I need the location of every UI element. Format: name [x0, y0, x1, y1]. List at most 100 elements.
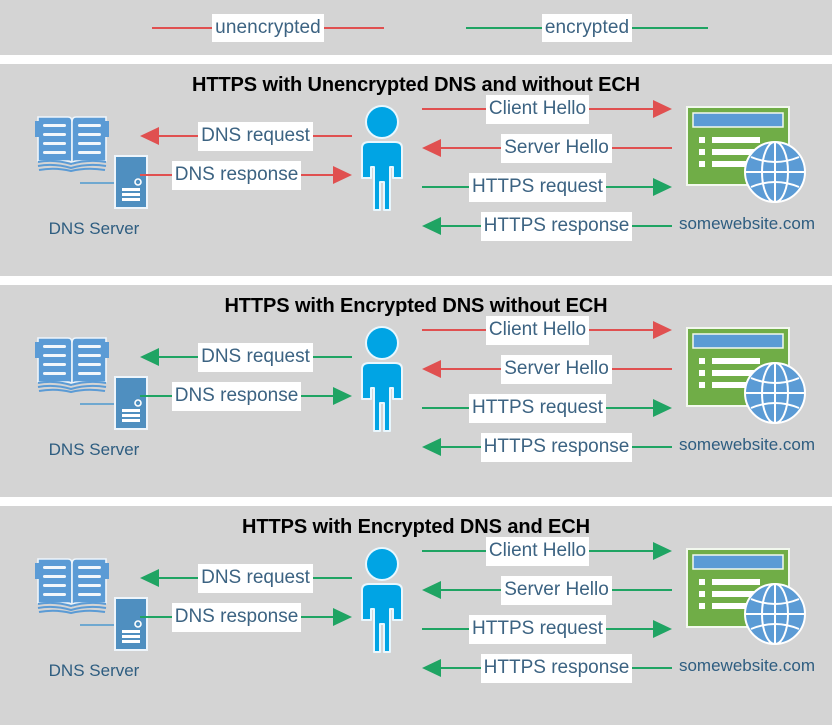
dns-connector-line [80, 624, 116, 626]
flow-line [312, 135, 352, 137]
arrowhead-left-icon [422, 217, 441, 235]
flow-line [441, 589, 502, 591]
legend-item-encrypted: encrypted [466, 12, 708, 44]
flow-label: DNS request [198, 563, 313, 593]
browser-window-icon [686, 327, 790, 407]
dns-server-actor: DNS Server [28, 330, 160, 470]
flow-line [422, 186, 470, 188]
flow-line [422, 108, 486, 110]
arrowhead-left-icon [422, 659, 441, 677]
arrowhead-right-icon [653, 399, 672, 417]
dns-server-label: DNS Server [48, 219, 140, 238]
arrowhead-right-icon [653, 321, 672, 339]
panel-title: HTTPS with Unencrypted DNS and without E… [191, 74, 641, 96]
panel-title: HTTPS with Encrypted DNS and ECH [242, 516, 590, 538]
flow-line [605, 407, 653, 409]
legend-line-sample-icon [323, 27, 384, 29]
flow-label: Client Hello [485, 315, 590, 345]
flow-line [301, 395, 333, 397]
flow-label: HTTPS request [469, 393, 606, 423]
legend-line-sample-icon [632, 27, 708, 29]
flow-label: Server Hello [501, 133, 612, 163]
globe-icon [744, 362, 806, 424]
flow-line [140, 395, 172, 397]
flow-line [422, 407, 470, 409]
legend-line-sample-icon [466, 27, 542, 29]
flow-line [441, 446, 481, 448]
flow-line [422, 628, 470, 630]
flow-label: HTTPS response [480, 432, 633, 462]
web-flow-0: Client Hello [422, 94, 672, 124]
flow-line [632, 667, 673, 669]
web-flow-3: HTTPS response [422, 432, 673, 462]
flow-line [589, 108, 653, 110]
flow-label: HTTPS response [480, 211, 633, 241]
flow-label: Server Hello [501, 354, 612, 384]
arrowhead-left-icon [422, 360, 441, 378]
flow-line [632, 225, 673, 227]
dns-flow-request: DNS request [140, 342, 352, 372]
flow-label: HTTPS response [480, 653, 633, 683]
flow-line [312, 577, 352, 579]
globe-icon [744, 141, 806, 203]
dns-connector-line [80, 403, 116, 405]
book-icon [34, 551, 110, 617]
arrowhead-left-icon [422, 438, 441, 456]
website-label: somewebsite.com [678, 435, 816, 454]
website-label: somewebsite.com [678, 214, 816, 233]
flow-line [589, 329, 653, 331]
web-flow-3: HTTPS response [422, 653, 673, 683]
flow-line [589, 550, 653, 552]
user-icon [349, 104, 415, 212]
flow-label: HTTPS request [469, 614, 606, 644]
website-label: somewebsite.com [678, 656, 816, 675]
dns-flow-response: DNS response [140, 381, 352, 411]
flow-line [140, 616, 172, 618]
legend-label: unencrypted [212, 14, 324, 42]
server-icon [114, 597, 148, 651]
flow-line [605, 186, 653, 188]
flow-line [312, 356, 352, 358]
globe-icon [744, 583, 806, 645]
flow-line [301, 616, 333, 618]
user-icon [349, 325, 415, 433]
flow-line [301, 174, 333, 176]
flow-label: HTTPS request [469, 172, 606, 202]
flow-line [441, 368, 502, 370]
legend-label: encrypted [541, 14, 633, 42]
flow-label: Server Hello [501, 575, 612, 605]
flow-line [632, 446, 673, 448]
website-actor: somewebsite.com [672, 327, 822, 475]
web-flow-1: Server Hello [422, 575, 673, 605]
arrowhead-right-icon [333, 608, 352, 626]
arrowhead-left-icon [140, 127, 159, 145]
legend-line-sample-icon [152, 27, 213, 29]
dns-server-actor: DNS Server [28, 109, 160, 249]
dns-flow-response: DNS response [140, 602, 352, 632]
web-flow-2: HTTPS request [422, 393, 672, 423]
flow-line [159, 577, 199, 579]
arrowhead-right-icon [653, 100, 672, 118]
web-flow-2: HTTPS request [422, 614, 672, 644]
dns-server-actor: DNS Server [28, 551, 160, 691]
flow-label: DNS response [171, 381, 302, 411]
arrowhead-right-icon [333, 166, 352, 184]
flow-line [611, 147, 673, 149]
book-icon [34, 109, 110, 175]
flow-line [422, 329, 486, 331]
flow-label: DNS request [198, 121, 313, 151]
dns-flow-request: DNS request [140, 563, 352, 593]
website-actor: somewebsite.com [672, 548, 822, 696]
web-flow-2: HTTPS request [422, 172, 672, 202]
flow-line [159, 135, 199, 137]
arrowhead-left-icon [422, 139, 441, 157]
arrowhead-left-icon [140, 569, 159, 587]
arrowhead-right-icon [653, 178, 672, 196]
arrowhead-left-icon [140, 348, 159, 366]
web-flow-1: Server Hello [422, 354, 673, 384]
flow-line [159, 356, 199, 358]
flow-line [140, 174, 172, 176]
flow-line [441, 147, 502, 149]
flow-line [611, 368, 673, 370]
